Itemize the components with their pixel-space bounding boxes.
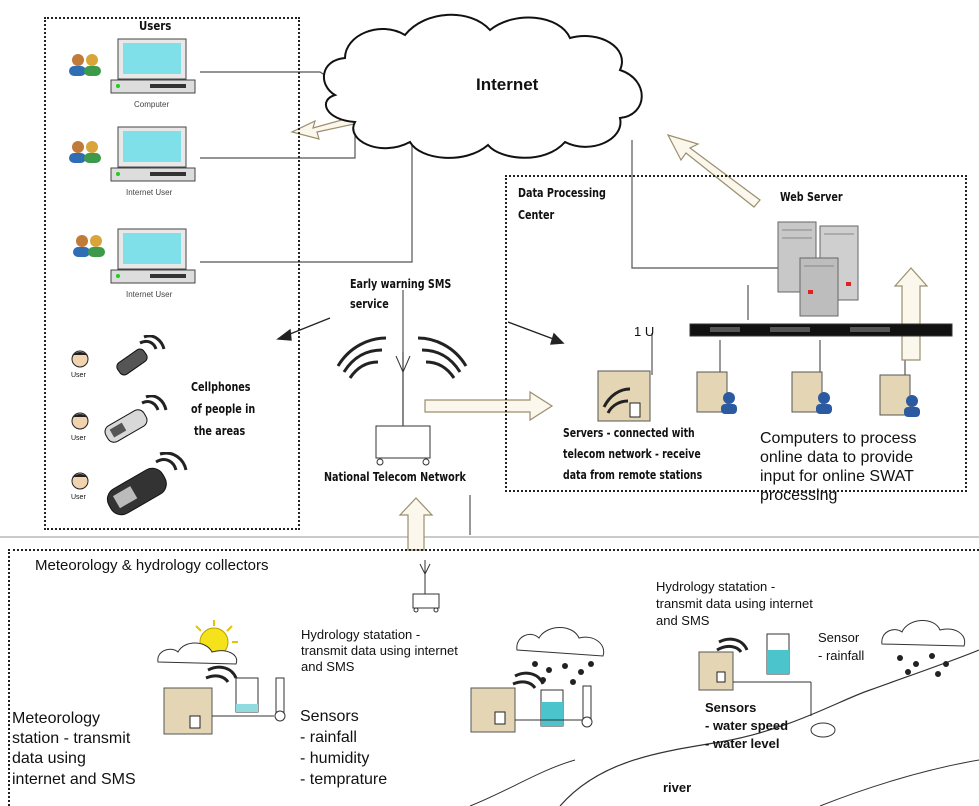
telecom-antenna-icon xyxy=(336,336,468,466)
server-tower-icon xyxy=(597,370,651,422)
met-station-label-line: station - transmit xyxy=(12,730,131,747)
cellphones-label-line: Cellphones xyxy=(191,380,251,394)
telecom-label: National Telecom Network xyxy=(324,470,466,484)
users-group-icon xyxy=(73,235,105,257)
internet-label: Internet xyxy=(476,75,539,94)
sensors-met-label-line: - temprature xyxy=(300,771,388,788)
sensors-met-label-line: - humidity xyxy=(300,750,370,767)
users-panel xyxy=(44,17,300,530)
user-head-icon xyxy=(71,472,89,490)
computer-user-icon xyxy=(696,371,737,414)
sensor-rainfall-label-line: - rainfall xyxy=(818,648,865,663)
hydro-station-2-label-line: and SMS xyxy=(656,613,710,628)
computers-label-line: Computers to process xyxy=(760,430,917,447)
computers-label-line: processing xyxy=(760,487,838,504)
rain-cloud-icon xyxy=(881,620,966,677)
pc-label: Computer xyxy=(134,100,170,109)
switch-label: 1 U xyxy=(634,324,655,339)
sensors-met-label-line: - rainfall xyxy=(300,729,357,746)
user-label: User xyxy=(71,494,86,501)
hydro-station-1-label-line: transmit data using internet xyxy=(301,643,458,658)
servers-label-line: Servers - connected with xyxy=(563,426,695,440)
sms-label-line: Early warning SMS xyxy=(350,277,452,291)
desktop-computer-icon xyxy=(110,126,196,182)
met-station-label-line: internet and SMS xyxy=(12,771,136,788)
user-label: User xyxy=(71,435,86,442)
users-panel-title: Users xyxy=(139,19,172,33)
hydro-station-2-label-line: Hydrology statation - xyxy=(656,579,776,594)
servers-label-line: telecom network - receive xyxy=(563,447,701,461)
cellphone-icon xyxy=(104,395,168,443)
user-label: User xyxy=(71,372,86,379)
hydrology-river-station-icon xyxy=(698,633,836,738)
sensors-water-label-line: - water speed xyxy=(705,718,789,733)
hydro-station-1-label-line: and SMS xyxy=(301,659,355,674)
data-center-title-line: Data Processing xyxy=(518,186,606,200)
hydro-station-1-label-line: Hydrology statation - xyxy=(301,627,421,642)
web-server-label: Web Server xyxy=(780,190,843,204)
sensors-water-label-line: - water level xyxy=(705,736,780,751)
computers-label-line: input for online SWAT xyxy=(760,468,914,485)
servers-label-line: data from remote stations xyxy=(563,468,703,482)
hydrology-station-icon xyxy=(470,627,605,733)
computer-user-icon xyxy=(791,371,832,414)
users-group-icon xyxy=(69,54,101,76)
pc-label: Internet User xyxy=(126,290,173,299)
computers-label-line: online data to provide xyxy=(760,449,913,466)
hydro-station-2-label-line: transmit data using internet xyxy=(656,596,813,611)
cellphones-label-line: of people in xyxy=(191,402,256,416)
met-station-label-line: data using xyxy=(12,750,86,767)
sensors-met-label-line: Sensors xyxy=(300,708,359,725)
cellphone-icon xyxy=(106,452,188,516)
desktop-computer-icon xyxy=(110,38,196,94)
data-processing-center-panel xyxy=(505,175,967,492)
user-head-icon xyxy=(71,350,89,368)
station-antenna-icon xyxy=(412,560,440,613)
cellphones-label-line: the areas xyxy=(194,424,246,438)
sensors-water-label-line: Sensors xyxy=(705,700,757,715)
users-group-icon xyxy=(69,141,101,163)
user-head-icon xyxy=(71,412,89,430)
network-switch-icon xyxy=(689,323,953,337)
met-station-label-line: Meteorology xyxy=(12,710,101,727)
sms-label-line: service xyxy=(350,297,389,311)
web-server-icon xyxy=(777,221,859,317)
desktop-computer-icon xyxy=(110,228,196,284)
collectors-panel xyxy=(8,549,979,806)
meteorology-station-icon xyxy=(157,620,286,735)
computer-user-icon xyxy=(879,374,920,417)
pc-label: Internet User xyxy=(126,188,173,197)
river-label: river xyxy=(663,780,692,795)
collectors-title: Meteorology & hydrology collectors xyxy=(35,557,269,574)
data-center-title-line: Center xyxy=(518,208,555,222)
cellphone-icon xyxy=(116,335,166,376)
sensor-rainfall-label-line: Sensor xyxy=(818,630,860,645)
